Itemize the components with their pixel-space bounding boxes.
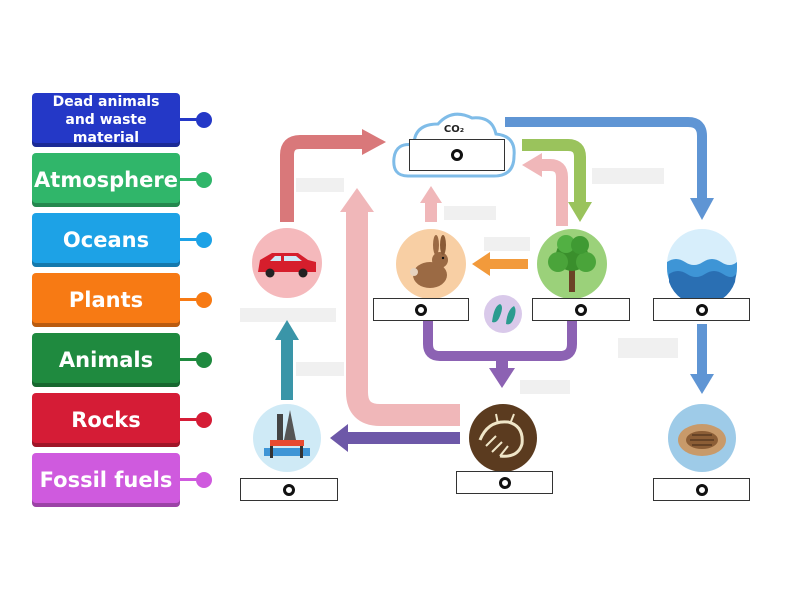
arrow-atmosphere-to-ocean-head (690, 198, 714, 220)
trilobite-rock-icon (668, 404, 736, 472)
label-tile-rocks[interactable]: Rocks (32, 393, 180, 447)
label-text: Plants (68, 288, 144, 312)
drop-target-ring[interactable] (451, 149, 463, 161)
label-pin-line (180, 118, 202, 121)
microbe-icon (484, 295, 522, 333)
arrow-death-to-fossil-stem (496, 356, 508, 370)
arrow-ocean-to-rock-shaft (697, 324, 707, 374)
drop-target-ring[interactable] (498, 476, 511, 489)
label-text: Dead animals and waste material (52, 94, 160, 146)
drop-target-ring[interactable] (695, 483, 708, 496)
co2-label: CO₂ (444, 124, 464, 135)
label-pin-line (180, 358, 202, 361)
label-pin-handle[interactable] (196, 172, 212, 188)
label-text: Fossil fuels (39, 468, 173, 492)
arrow-respiration-plants (540, 159, 568, 226)
label-text: Atmosphere (34, 168, 178, 192)
placeholder-bars (240, 168, 678, 394)
fossil-icon (469, 404, 537, 472)
oil-rig-icon (253, 404, 321, 472)
label-tile-plants[interactable]: Plants (32, 273, 180, 327)
label-pin-handle[interactable] (196, 352, 212, 368)
label-text: Animals (58, 348, 154, 372)
car-icon (252, 228, 322, 298)
label-pin-handle[interactable] (196, 292, 212, 308)
arrow-photosynthesis (522, 139, 586, 205)
drop-zone-rocks[interactable] (653, 478, 750, 501)
arrow-fossil-fuel-to-car-head (275, 320, 299, 340)
label-pin-handle[interactable] (196, 472, 212, 488)
label-pin-line (180, 298, 202, 301)
drop-zone-fossil-fuels[interactable] (240, 478, 338, 501)
label-text: Oceans (62, 228, 150, 252)
label-tile-atmosphere[interactable]: Atmosphere (32, 153, 180, 207)
arrow-plants-to-animals-head (472, 252, 490, 276)
label-pin-handle[interactable] (196, 412, 212, 428)
arrow-fossil-fuel-to-car-shaft (281, 338, 293, 400)
arrow-photosynthesis-head (568, 202, 592, 222)
arrow-fossil-to-oil-head (330, 424, 348, 452)
arrow-plants-to-animals-shaft (488, 259, 528, 269)
drop-zone-oceans[interactable] (653, 298, 750, 321)
label-tile-oceans[interactable]: Oceans (32, 213, 180, 267)
arrow-respiration-animals-head (420, 186, 442, 203)
label-tile-animals[interactable]: Animals (32, 333, 180, 387)
drop-target-ring[interactable] (575, 303, 587, 316)
drop-zone-dead-animals[interactable] (456, 471, 553, 494)
drop-zone-plants[interactable] (532, 298, 630, 321)
label-pin-line (180, 178, 202, 181)
drop-zone-animals[interactable] (373, 298, 469, 321)
label-text: Rocks (71, 408, 141, 432)
arrow-respiration-plants-head (522, 153, 542, 177)
drop-zone-atmosphere[interactable] (409, 139, 505, 171)
drop-target-ring[interactable] (283, 483, 295, 496)
label-pin-line (180, 418, 202, 421)
tree-icon (537, 229, 607, 299)
arrow-car-to-atmosphere-head (362, 129, 386, 155)
arrow-death-to-fossil-head (489, 368, 515, 388)
arrow-respiration-animals-shaft (425, 200, 437, 222)
drop-target-ring[interactable] (415, 303, 427, 316)
arrow-decomposition-to-atmosphere-head (340, 188, 374, 212)
label-tile-fossil-fuels[interactable]: Fossil fuels (32, 453, 180, 507)
label-pin-line (180, 238, 202, 241)
label-pin-handle[interactable] (196, 232, 212, 248)
arrow-fossil-to-oil-shaft (346, 432, 460, 444)
arrow-atmosphere-to-ocean (505, 117, 707, 200)
arrow-decomposition-to-atmosphere (346, 205, 460, 426)
rabbit-icon (396, 229, 466, 299)
arrow-car-to-atmosphere (280, 135, 366, 222)
drop-target-ring[interactable] (695, 303, 708, 316)
label-pin-line (180, 478, 202, 481)
label-tile-dead-animals[interactable]: Dead animals and waste material (32, 93, 180, 147)
label-pin-handle[interactable] (196, 112, 212, 128)
arrow-ocean-to-rock-head (690, 374, 714, 394)
ocean-icon (667, 229, 737, 306)
